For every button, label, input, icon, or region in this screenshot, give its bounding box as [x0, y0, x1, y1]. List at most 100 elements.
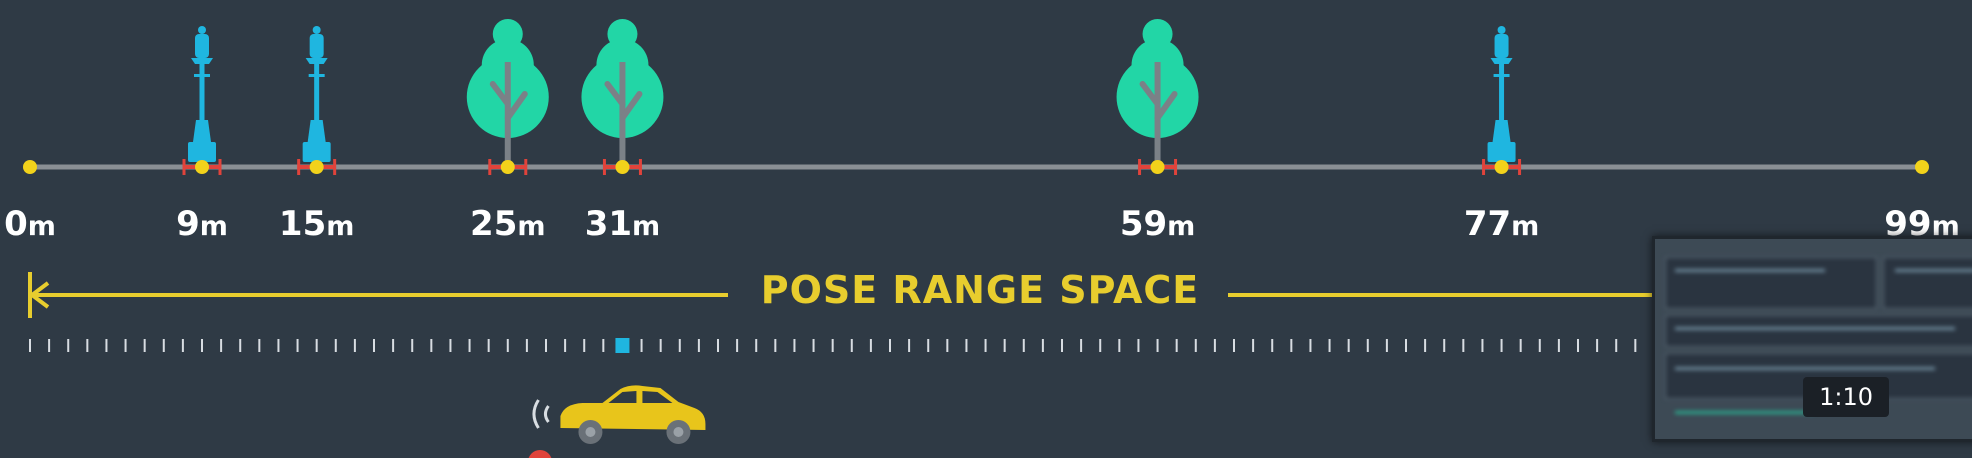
lamp-cap: [305, 58, 328, 64]
distance-label: 59m: [1120, 204, 1195, 244]
ruler-tick: [1596, 339, 1599, 352]
ruler-tick: [697, 339, 700, 352]
thumbnail-panel: [1665, 315, 1972, 347]
thumbnail-panel: [1665, 257, 1877, 309]
car-window: [608, 391, 637, 403]
landmark-tree: [466, 19, 549, 175]
lamp-plinth: [302, 142, 331, 162]
distance-label: 15m: [279, 204, 354, 244]
ruler-tick: [1080, 339, 1083, 352]
distance-value: 9: [176, 204, 200, 244]
ruler-tick: [48, 339, 51, 352]
ruler-tick: [239, 339, 242, 352]
ruler-tick: [1194, 339, 1197, 352]
thumbnail-line: [1675, 269, 1825, 272]
ruler-tick: [1290, 339, 1293, 352]
lamp-head: [195, 34, 209, 58]
ruler-tick: [1061, 339, 1063, 352]
ruler-tick: [296, 339, 299, 352]
ruler-tick: [908, 339, 911, 352]
ruler-tick: [67, 339, 70, 352]
ruler-tick: [678, 339, 681, 352]
ruler-tick: [659, 339, 662, 352]
lamp-cap: [1490, 58, 1513, 64]
ruler-tick: [965, 339, 968, 352]
lamp-head: [309, 34, 324, 58]
track-endpoint-dot: [23, 160, 37, 174]
tree-branch: [489, 81, 511, 107]
ruler-tick: [1385, 339, 1388, 352]
ruler-tick: [1347, 339, 1350, 352]
ruler-tick: [1443, 339, 1446, 352]
ruler-tick: [1309, 339, 1312, 352]
video-duration-badge: 1:10: [1803, 377, 1889, 417]
landmark-dot: [615, 160, 630, 174]
ruler-tick: [1041, 339, 1044, 352]
ruler-tick: [1118, 339, 1121, 352]
ruler-tick: [1462, 339, 1465, 352]
distance-unit: m: [632, 211, 660, 242]
ruler-tick: [1213, 339, 1216, 352]
ruler-tick: [850, 339, 853, 352]
red-indicator-dot: [528, 450, 552, 458]
car-body: [560, 385, 706, 430]
ruler-tick: [1022, 339, 1025, 352]
ruler-tick: [1634, 339, 1637, 352]
distance-value: 0: [4, 204, 28, 244]
landmark-dot: [195, 160, 209, 174]
ruler-tick: [334, 339, 337, 352]
landmark-tree: [581, 19, 664, 175]
landmark-dot: [309, 160, 324, 174]
ruler-tick: [181, 339, 184, 352]
ruler-tick: [1557, 339, 1560, 352]
ruler-tick: [545, 339, 547, 352]
ruler-tick: [1577, 339, 1579, 352]
ruler-tick: [1500, 339, 1503, 352]
ruler-tick: [1137, 339, 1140, 352]
ruler-tick: [1175, 339, 1178, 352]
thumbnail-line: [1675, 411, 1815, 414]
ruler-tick: [411, 339, 414, 352]
distance-unit: m: [1511, 211, 1539, 242]
ruler-tick: [583, 339, 586, 352]
landmark-lamp: [182, 26, 222, 175]
ruler-tick: [793, 339, 796, 352]
distance-value: 59: [1120, 204, 1167, 244]
distance-value: 77: [1464, 204, 1511, 244]
ruler-tick: [869, 339, 872, 352]
lamp-finial: [312, 26, 321, 34]
thumbnail-line: [1675, 367, 1935, 370]
lamp-pole: [314, 64, 320, 120]
landmarks-layer: [23, 19, 1929, 175]
video-thumbnail-overlay[interactable]: 1:10: [1652, 236, 1972, 442]
distance-unit: m: [326, 211, 354, 242]
thumbnail-preview: [1655, 239, 1972, 439]
ruler-tick: [373, 339, 375, 352]
car-signal-wave: [543, 405, 550, 423]
lamp-pole: [199, 64, 205, 120]
ruler-tick: [946, 339, 949, 352]
landmark-tree: [1116, 19, 1199, 175]
distance-label: 77m: [1464, 204, 1539, 244]
ruler-tick: [124, 339, 127, 352]
ruler-tick: [1538, 339, 1541, 352]
ruler-tick: [392, 339, 395, 352]
ruler-tick: [927, 339, 930, 352]
thumbnail-line: [1895, 269, 1972, 272]
ruler-tick: [506, 339, 509, 352]
ruler-tick: [353, 339, 356, 352]
distance-unit: m: [200, 211, 228, 242]
lamp-base: [193, 120, 211, 142]
ruler-tick: [162, 339, 165, 352]
lamp-base: [307, 120, 326, 142]
ruler-tick: [1424, 339, 1427, 352]
car-window: [642, 391, 673, 403]
lamp-plinth: [1487, 142, 1516, 162]
lamp-cap: [191, 58, 213, 64]
ruler-tick: [812, 339, 815, 352]
ruler-tick: [1271, 339, 1274, 352]
landmark-dot: [1150, 160, 1165, 174]
distance-unit: m: [517, 211, 545, 242]
